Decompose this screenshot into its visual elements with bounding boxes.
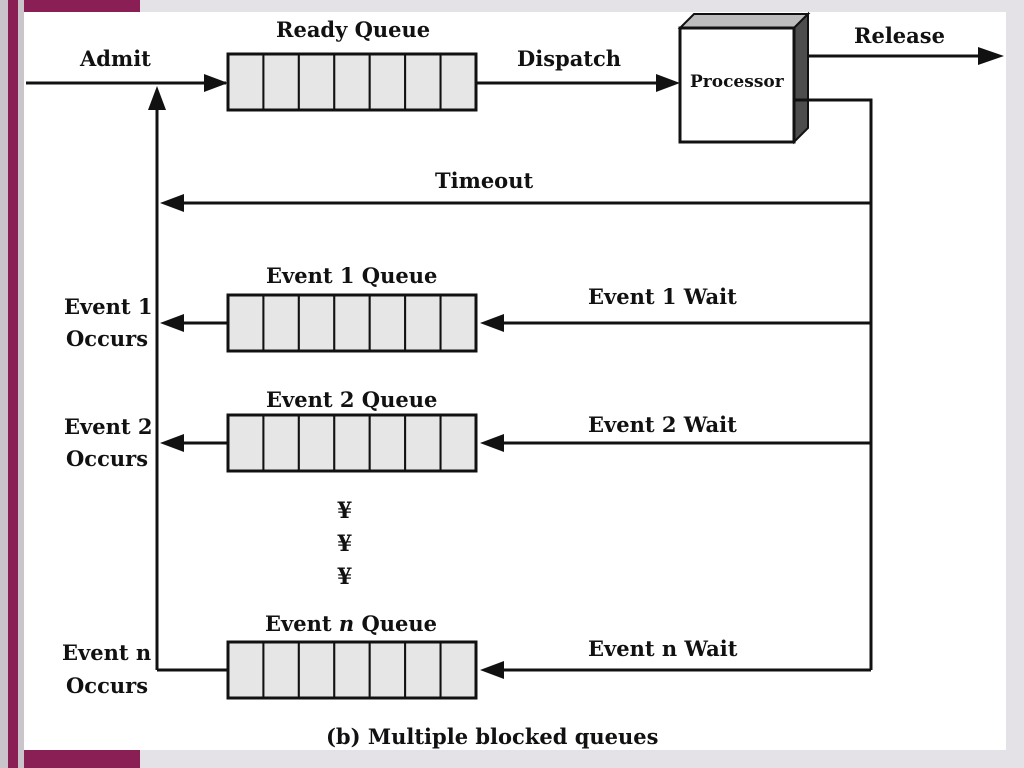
ellipsis-mark-1: ¥ [337, 498, 352, 524]
ready-queue [226, 52, 478, 112]
admit-label: Admit [79, 46, 151, 71]
queue-slot [368, 294, 407, 352]
event-1-wait-label: Event 1 Wait [588, 284, 737, 309]
ellipsis-mark-3: ¥ [337, 564, 352, 590]
queue-slot [297, 294, 336, 352]
queue-slot [297, 414, 336, 472]
release-label: Release [854, 23, 945, 48]
event-2-queue-label: Event 2 Queue [266, 387, 437, 412]
queue-slot [404, 414, 442, 472]
event-1-queue [226, 293, 478, 353]
dispatch-arrowhead [656, 74, 680, 92]
event-n-queue-label: Event n Queue [265, 611, 437, 636]
event-2-occurs-arrowhead [160, 434, 184, 452]
event-n-wait-label: Event n Wait [588, 636, 738, 661]
ellipsis-mark-2: ¥ [337, 531, 352, 557]
timeout-arrowhead [160, 194, 184, 212]
queue-slot [404, 641, 442, 699]
frame-left-accent [8, 0, 18, 768]
queue-slot [368, 53, 407, 111]
queue-slot [262, 53, 300, 111]
queue-slot [439, 414, 478, 472]
event-n-occurs-label-line1: Event n [62, 640, 151, 665]
queue-slot [333, 294, 371, 352]
queue-slot [439, 53, 478, 111]
admit-arrowhead [204, 74, 228, 92]
queue-slot [333, 414, 371, 472]
frame-bottom-accent [24, 750, 140, 768]
event-2-occurs-label-line1: Event 2 [64, 414, 152, 439]
queue-slot [227, 294, 265, 352]
timeout-label: Timeout [435, 168, 533, 193]
queue-slot [297, 53, 336, 111]
frame-right-border [1006, 0, 1024, 768]
event-2-occurs-label-line2: Occurs [66, 446, 148, 471]
release-arrowhead [978, 47, 1004, 65]
frame-bottom-border [140, 750, 1006, 768]
queue-slot [227, 414, 265, 472]
return-bus-arrowhead [148, 86, 166, 110]
event-1-occurs-label-line2: Occurs [66, 326, 148, 351]
event-1-wait-arrowhead [480, 314, 504, 332]
queue-slot [439, 294, 478, 352]
queue-slot [368, 414, 407, 472]
queue-slot [368, 641, 407, 699]
event-n-occurs-label-line2: Occurs [66, 673, 148, 698]
queue-slot [404, 294, 442, 352]
queue-slot [262, 414, 300, 472]
queue-slot [333, 641, 371, 699]
queue-slot [333, 53, 371, 111]
event-2-wait-label: Event 2 Wait [588, 412, 737, 437]
event-n-queue [226, 640, 478, 700]
frame-top-accent [24, 0, 140, 12]
processor-box [677, 11, 811, 145]
queue-slot [404, 53, 442, 111]
queue-slot [297, 641, 336, 699]
event-1-occurs-label-line1: Event 1 [64, 294, 152, 319]
dispatch-label: Dispatch [517, 46, 621, 71]
queue-slot [262, 294, 300, 352]
event-1-occurs-arrowhead [160, 314, 184, 332]
queue-slot [439, 641, 478, 699]
diagram-caption: (b) Multiple blocked queues [326, 724, 659, 749]
queue-slot [227, 53, 265, 111]
event-2-wait-arrowhead [480, 434, 504, 452]
queue-slot [227, 641, 265, 699]
event-1-queue-label: Event 1 Queue [266, 263, 437, 288]
event-2-queue [226, 413, 478, 473]
frame-top-border [140, 0, 1024, 12]
queue-slot [262, 641, 300, 699]
processor-exit-bus [794, 98, 873, 670]
ready-queue-label: Ready Queue [276, 17, 430, 42]
event-n-wait-arrowhead [480, 661, 504, 679]
processor-label: Processor [690, 72, 785, 92]
